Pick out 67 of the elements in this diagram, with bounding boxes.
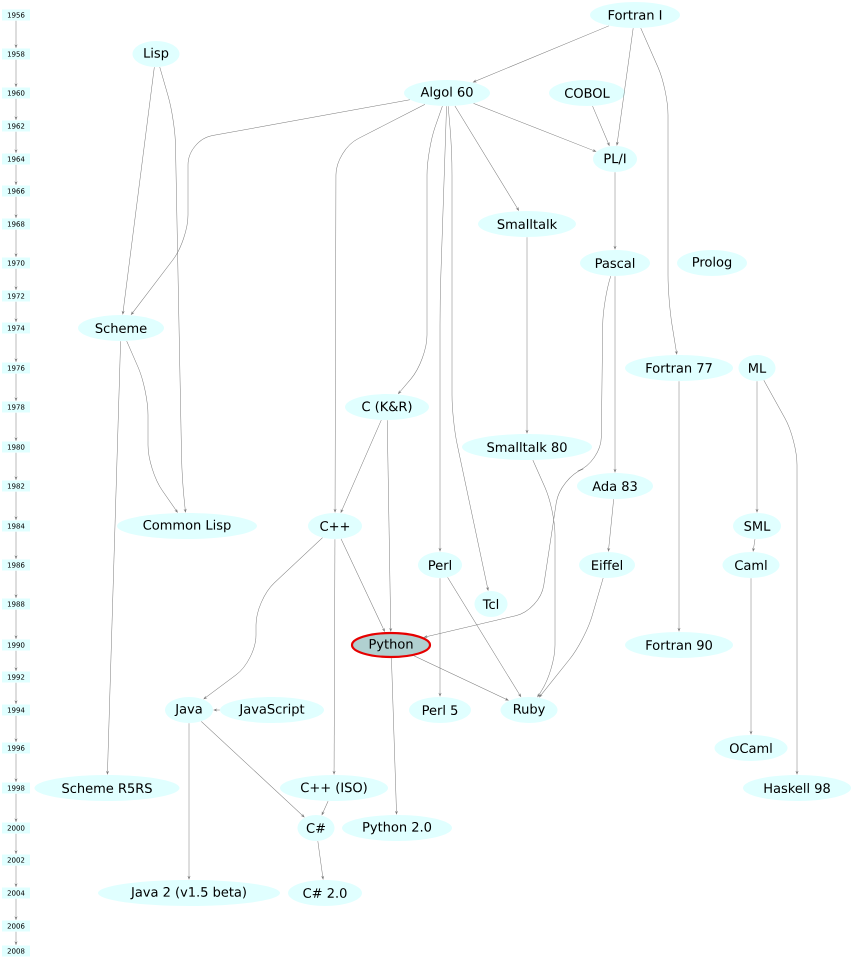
arrow: [532, 460, 556, 698]
arrow: [752, 538, 756, 552]
arrow: [106, 340, 121, 774]
arrow: [188, 722, 190, 880]
arrow: [14, 531, 18, 559]
arrow: [201, 721, 304, 818]
arrow: [616, 28, 634, 146]
arrow: [14, 373, 18, 401]
arrow: [473, 26, 610, 82]
arrow: [14, 20, 18, 48]
arrow: [14, 98, 18, 120]
arrow: [614, 172, 616, 250]
arrow: [214, 708, 220, 712]
arrow: [204, 537, 323, 700]
arrow: [14, 59, 18, 87]
arrow: [340, 420, 382, 513]
arrow: [750, 578, 752, 734]
arrow: [14, 268, 18, 290]
arrow: [14, 650, 18, 671]
arrow: [14, 833, 18, 854]
arrow: [592, 106, 610, 146]
arrow: [607, 498, 614, 552]
arrow: [756, 380, 758, 512]
arrow: [526, 236, 528, 434]
arrow: [14, 452, 18, 480]
arrow: [14, 333, 18, 362]
arrow: [764, 380, 798, 774]
arrow: [14, 793, 18, 822]
arrow: [438, 578, 442, 696]
arrow: [438, 106, 447, 552]
arrow: [332, 538, 336, 774]
arrow: [640, 28, 678, 354]
arrow: [678, 380, 680, 632]
arrow: [14, 229, 18, 257]
arrow: [454, 106, 519, 211]
arrow: [447, 577, 522, 697]
arrow: [126, 340, 178, 513]
arrow: [539, 578, 604, 698]
arrow: [14, 898, 18, 920]
arrow: [14, 609, 18, 639]
arrow: [386, 420, 392, 632]
arrow: [160, 66, 186, 512]
arrow: [614, 276, 616, 472]
arrow: [340, 538, 385, 632]
arrow: [14, 570, 18, 598]
arrow: [122, 66, 155, 314]
arrow: [14, 412, 18, 441]
arrow: [334, 104, 426, 512]
arrow: [391, 658, 398, 814]
arrow: [14, 931, 18, 945]
arrow: [424, 276, 611, 638]
arrow: [322, 800, 328, 816]
arrow: [14, 301, 18, 322]
arrow: [448, 106, 489, 591]
arrow: [130, 100, 410, 315]
arrow: [14, 491, 18, 520]
arrow: [318, 840, 324, 880]
arrow: [414, 656, 509, 700]
arrow: [14, 715, 18, 742]
arrow: [398, 106, 443, 394]
arrow: [14, 164, 18, 185]
arrow: [14, 682, 18, 704]
arrow: [473, 103, 596, 152]
arrow: [14, 196, 18, 218]
arrow: [14, 131, 18, 153]
arrow: [14, 753, 18, 782]
arrow: [14, 865, 18, 887]
